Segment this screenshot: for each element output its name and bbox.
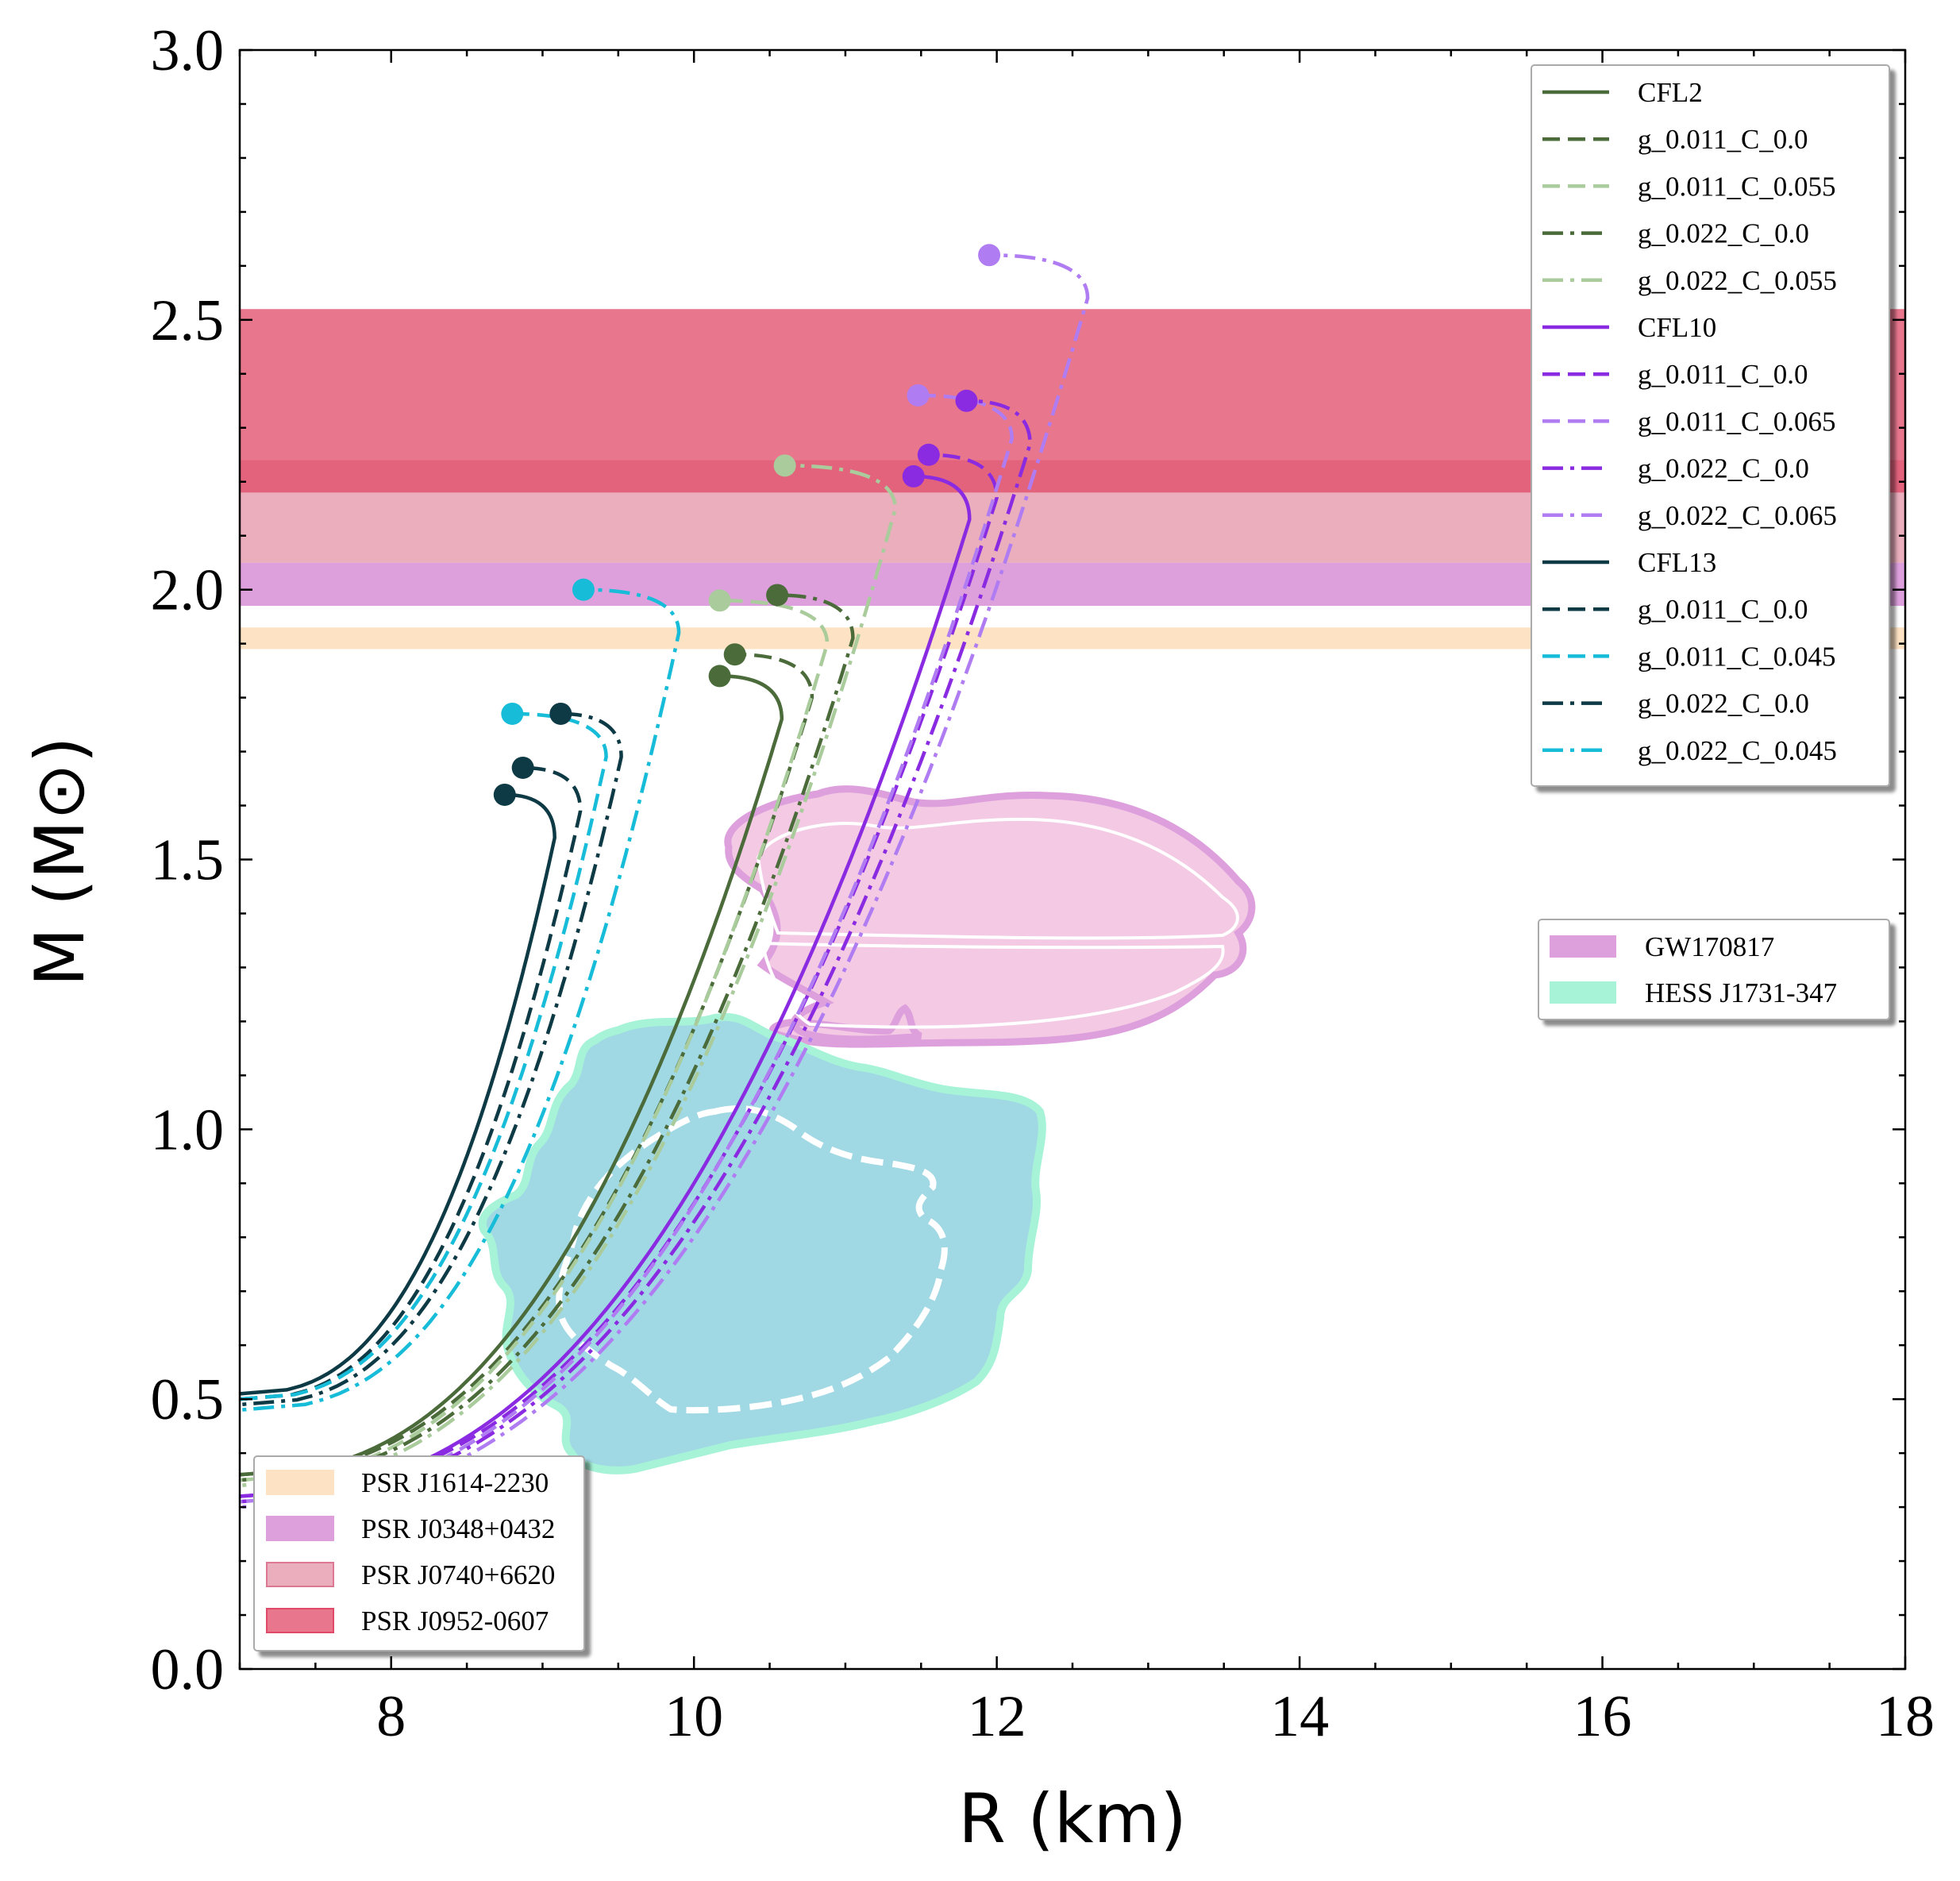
x-axis-title: R (km) [958,1779,1187,1859]
legend-regions-box [1538,919,1890,1020]
max-mass-marker-7 [907,384,930,407]
max-mass-markers [493,244,1001,806]
curve-6-g-0-011-c-0-0 [240,453,999,1498]
legend-curve-label: g_0.022_C_0.055 [1638,265,1837,296]
legend-band-label: PSR J0952-0607 [361,1605,549,1636]
legend-curves-box [1531,64,1890,787]
legend-curve-label: g_0.011_C_0.055 [1638,171,1836,202]
legend-curve-label: g_0.011_C_0.045 [1638,641,1836,672]
curve-11-g-0-011-c-0-0 [240,765,583,1401]
legend-band-label: PSR J1614-2230 [361,1467,549,1498]
curve-7-g-0-011-c-0-065 [240,393,1014,1504]
legend-curve-label: g_0.011_C_0.0 [1638,359,1808,390]
curve-12-g-0-011-c-0-045 [240,711,608,1401]
max-mass-marker-8 [955,389,978,412]
y-tick-label: 0.0 [151,1637,225,1702]
max-mass-marker-6 [917,443,940,466]
max-mass-marker-13 [549,702,572,725]
max-mass-marker-1 [723,643,746,666]
x-tick-label: 12 [968,1684,1026,1749]
hess-outer-contour [478,1012,1046,1474]
legend-region-label: GW170817 [1645,931,1774,962]
legend-curve-label: g_0.022_C_0.0 [1638,453,1809,484]
legend-curve-label: g_0.022_C_0.0 [1638,218,1809,249]
y-axis-title: M (M⊙) [21,737,100,987]
y-tick-label: 3.0 [151,18,225,83]
y-tick-label: 2.0 [151,558,225,623]
curve-0-cfl2 [240,674,784,1477]
legend-region-swatch [1550,981,1616,1004]
max-mass-marker-10 [493,783,516,806]
y-tick-label: 0.5 [151,1367,225,1432]
y-tick-label: 1.0 [151,1097,225,1162]
legend-pulsars-box [253,1455,585,1652]
x-tick-label: 8 [376,1684,406,1749]
y-tick-label: 1.5 [151,828,225,893]
max-mass-marker-0 [708,665,731,688]
legend-curve-label: g_0.022_C_0.0 [1638,688,1809,719]
legend-curve-label: g_0.011_C_0.065 [1638,406,1836,437]
curve-3-g-0-022-c-0-0 [240,593,855,1482]
legend-curve-label: CFL2 [1638,77,1703,108]
legend-curve-label: g_0.011_C_0.0 [1638,594,1808,625]
curve-9-g-0-022-c-0-065 [240,253,1090,1509]
legend-band-swatch [266,1470,334,1495]
legend-band-label: PSR J0348+0432 [361,1513,555,1544]
gw170817-inner-contour-lower [760,941,1225,1029]
legend-curve-label: CFL13 [1638,547,1716,578]
x-tick-label: 14 [1270,1684,1329,1749]
legend-band-label: PSR J0740+6620 [361,1559,555,1590]
curve-10-cfl13 [240,792,556,1396]
legend-band-swatch [266,1562,334,1587]
max-mass-marker-4 [773,454,796,477]
legend-curve-label: g_0.022_C_0.045 [1638,735,1837,766]
x-tick-label: 16 [1573,1684,1632,1749]
mass-radius-curves [240,253,1090,1509]
x-tick-label: 10 [664,1684,723,1749]
max-mass-marker-2 [708,589,731,612]
legend-band-swatch [266,1516,334,1541]
curve-2-g-0-011-c-0-055 [240,599,830,1482]
legend-band-swatch [266,1608,334,1633]
curve-8-g-0-022-c-0-0 [240,399,1032,1504]
curve-5-cfl10 [240,474,972,1498]
x-tick-label: 18 [1876,1684,1935,1749]
legend-curve-label: CFL10 [1638,312,1716,343]
legend-region-label: HESS J1731-347 [1645,977,1837,1008]
legend-curve-label: g_0.011_C_0.0 [1638,124,1808,155]
curve-13-g-0-022-c-0-0 [240,711,623,1407]
legend-curve-label: g_0.022_C_0.065 [1638,500,1837,531]
axes: 8 10 12 14 16 18 0.0 0.5 1.0 1.5 2.0 2.5 3.0 [151,18,1935,1749]
max-mass-marker-11 [511,756,534,779]
legend-region-swatch [1550,935,1616,958]
max-mass-marker-14 [572,578,595,601]
max-mass-marker-5 [902,464,925,488]
curve-4-g-0-022-c-0-055 [240,464,898,1488]
max-mass-marker-12 [501,702,524,725]
max-mass-marker-9 [978,244,1001,267]
max-mass-marker-3 [766,584,789,607]
legend-curves: CFL2 g_0.011_C_0.0 g_0.011_C_0.055 g_0.022_… [1531,64,1890,787]
y-tick-label: 2.5 [151,288,225,353]
